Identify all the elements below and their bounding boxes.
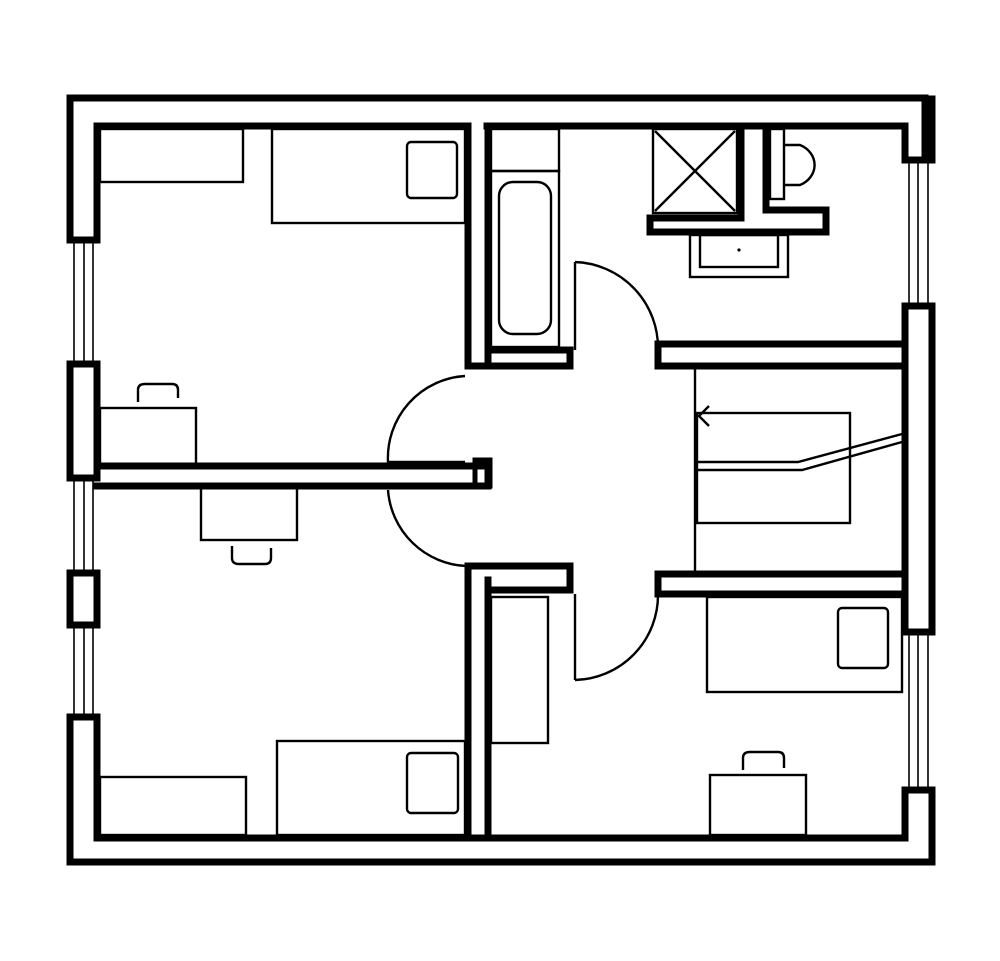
shower-cross-b: [654, 130, 736, 212]
partition-stair-se: [654, 570, 909, 598]
window-west-upper: [73, 242, 94, 362]
window-west-lower: [73, 627, 94, 715]
room-bedroom-northwest: [98, 127, 467, 466]
interior-walls: [66, 122, 909, 842]
door-swing-nw-bedroom: [386, 374, 466, 464]
stair-landing: [695, 411, 852, 525]
desk-nw: [98, 406, 198, 466]
room-bathroom: [489, 127, 816, 349]
room-stairwell: [695, 405, 903, 525]
toilet-bowl: [784, 143, 816, 187]
window-east-lower: [908, 634, 929, 788]
pillow-se: [836, 606, 890, 670]
desk-se: [708, 773, 808, 837]
bed-nw: [270, 127, 467, 225]
west-wall-mid: [66, 360, 101, 482]
west-wall-lower: [66, 713, 936, 866]
bed-sw: [275, 739, 467, 837]
partition-bath-stair: [654, 340, 909, 370]
desk-sw: [199, 486, 299, 542]
outer-wall-top: [66, 94, 929, 244]
pillow-sw: [405, 751, 460, 815]
washbasin-bowl: [698, 233, 780, 269]
west-wall-pier: [66, 569, 101, 629]
west-wall-upper: [66, 122, 101, 244]
pillow-nw: [405, 140, 459, 200]
room-bedroom-southwest: [98, 486, 467, 837]
wardrobe-se: [489, 595, 550, 745]
windows: [73, 162, 929, 788]
bathtub: [489, 169, 561, 349]
window-east-upper: [908, 162, 929, 304]
chair-sw: [230, 546, 273, 566]
partition-nw-bath: [464, 122, 574, 370]
chair-nw: [136, 382, 180, 402]
chair-se: [741, 750, 786, 770]
toilet-tank: [768, 127, 786, 201]
wardrobe-sw: [98, 775, 248, 837]
washbasin: [688, 233, 790, 279]
bathtub-shelf: [489, 127, 561, 173]
shower-wall: [646, 122, 830, 236]
bed-se: [705, 595, 904, 694]
window-west-middle: [73, 480, 94, 571]
wardrobe-nw: [98, 127, 245, 184]
washbasin-drain: [737, 248, 741, 252]
partition-sw-hall: [464, 562, 574, 842]
door-swing-sw-bedroom: [386, 489, 467, 568]
inner-wall-top: [93, 122, 909, 164]
door-swings: [386, 260, 697, 682]
exterior-walls: [66, 94, 936, 866]
shower-tray: [651, 127, 739, 215]
partition-stub: [472, 457, 493, 489]
bathtub-basin: [497, 180, 553, 336]
stair-up-arrow: [697, 405, 710, 427]
stair-handrail: [697, 432, 903, 472]
room-bedroom-southeast: [489, 595, 904, 837]
east-wall-upper: [901, 95, 936, 636]
partition-west-bedrooms: [66, 462, 492, 490]
door-swing-bathroom: [573, 260, 660, 351]
door-swing-se-bedroom: [573, 593, 660, 682]
